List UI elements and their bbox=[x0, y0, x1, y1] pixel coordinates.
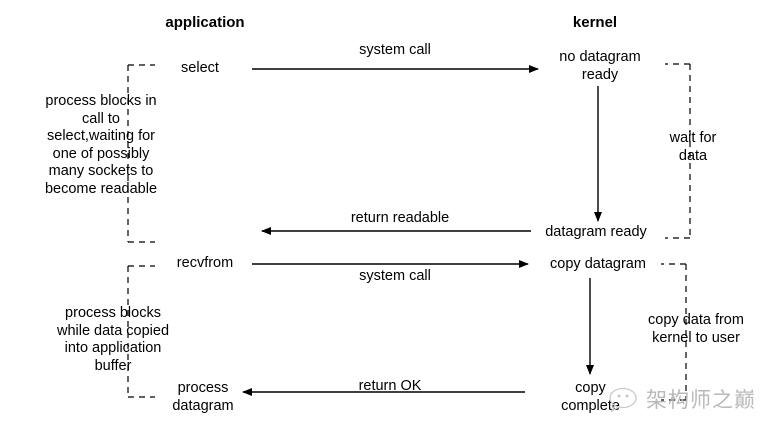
step-datagram-ready: datagram ready bbox=[545, 224, 647, 240]
step-copy-datagram: copy datagram bbox=[550, 256, 646, 272]
arrow-label-system-call-recvfrom: system call bbox=[359, 268, 431, 284]
arrow-label-return-ok: return OK bbox=[358, 378, 422, 394]
note-application-blocks-copy: process blocks while data copied into ap… bbox=[56, 305, 170, 374]
step-copy-complete: copy complete bbox=[561, 380, 620, 414]
column-header-application: application bbox=[165, 14, 245, 31]
step-recvfrom: recvfrom bbox=[176, 255, 234, 271]
step-process-datagram: process datagram bbox=[172, 380, 234, 414]
note-application-blocks-select: process blocks in call to select,waiting… bbox=[44, 93, 158, 197]
arrow-label-system-call-select: system call bbox=[359, 42, 431, 58]
column-header-kernel: kernel bbox=[572, 14, 618, 31]
step-select: select bbox=[181, 60, 219, 76]
arrow-label-return-readable: return readable bbox=[350, 210, 450, 226]
note-kernel-copy-data: copy data from kernel to user bbox=[648, 312, 744, 346]
watermark-text: 架构师之巅 bbox=[646, 388, 756, 412]
step-no-datagram-ready: no datagram ready bbox=[559, 49, 641, 83]
note-kernel-wait-for-data: wait for data bbox=[669, 130, 717, 164]
chat-bubble-icon bbox=[609, 387, 637, 412]
